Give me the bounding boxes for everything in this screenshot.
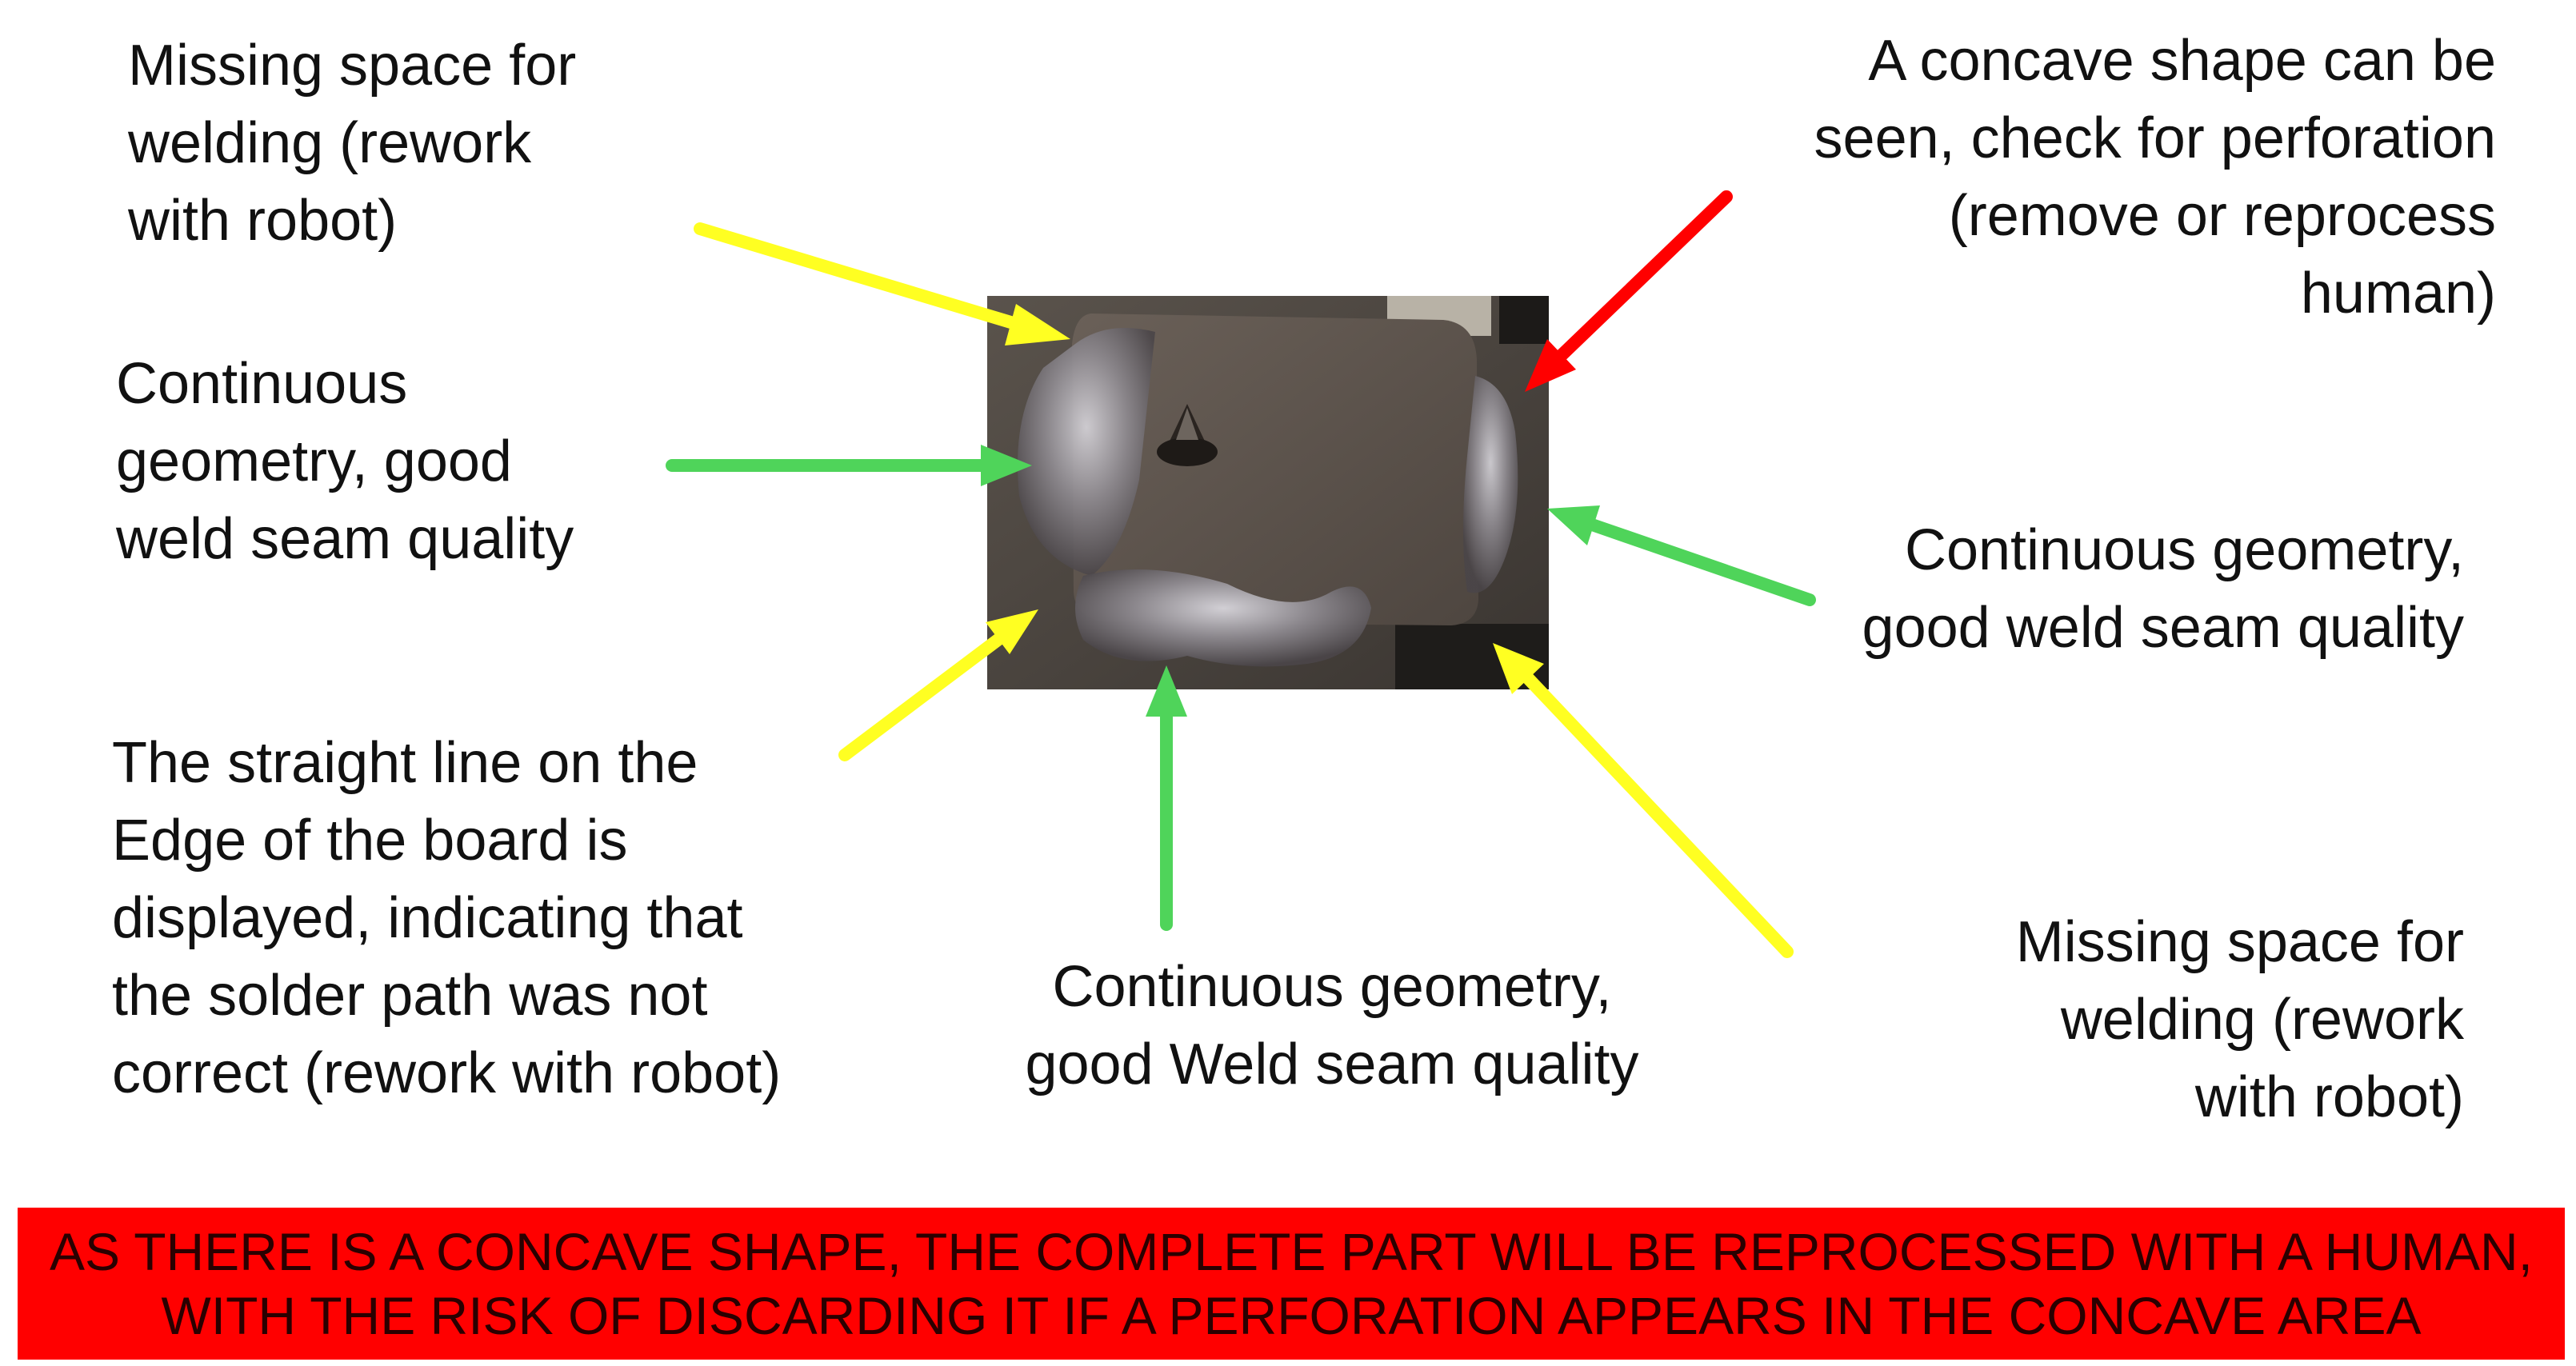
label-mid-right: Continuous geometry, good weld seam qual… — [1862, 518, 2464, 660]
arrow-green-bottom-center — [1146, 665, 1187, 931]
label-top-right: A concave shape can be seen, check for p… — [1814, 29, 2496, 326]
label-bottom-right: Missing space for welding (rework with r… — [2015, 910, 2464, 1129]
banner-line-2: WITH THE RISK OF DISCARDING IT IF A PERF… — [161, 1286, 2422, 1345]
weld-photo — [987, 296, 1549, 689]
warning-banner: AS THERE IS A CONCAVE SHAPE, THE COMPLET… — [18, 1208, 2565, 1360]
arrow-red-top-right — [1525, 190, 1733, 392]
arrow-yellow-bottom-right — [1493, 643, 1794, 958]
label-bottom-left: The straight line on the Edge of the boa… — [112, 731, 782, 1105]
arrow-green-mid-right — [1547, 505, 1816, 606]
banner-line-1: AS THERE IS A CONCAVE SHAPE, THE COMPLET… — [50, 1222, 2533, 1281]
arrow-yellow-top-left — [694, 222, 1070, 345]
arrow-yellow-bottom-left — [838, 609, 1038, 761]
label-bottom-center: Continuous geometry, good Weld seam qual… — [1025, 955, 1639, 1096]
label-mid-left: Continuous geometry, good weld seam qual… — [116, 352, 574, 571]
arrow-green-mid-left — [666, 445, 1032, 486]
label-top-left: Missing space for welding (rework with r… — [128, 34, 577, 253]
